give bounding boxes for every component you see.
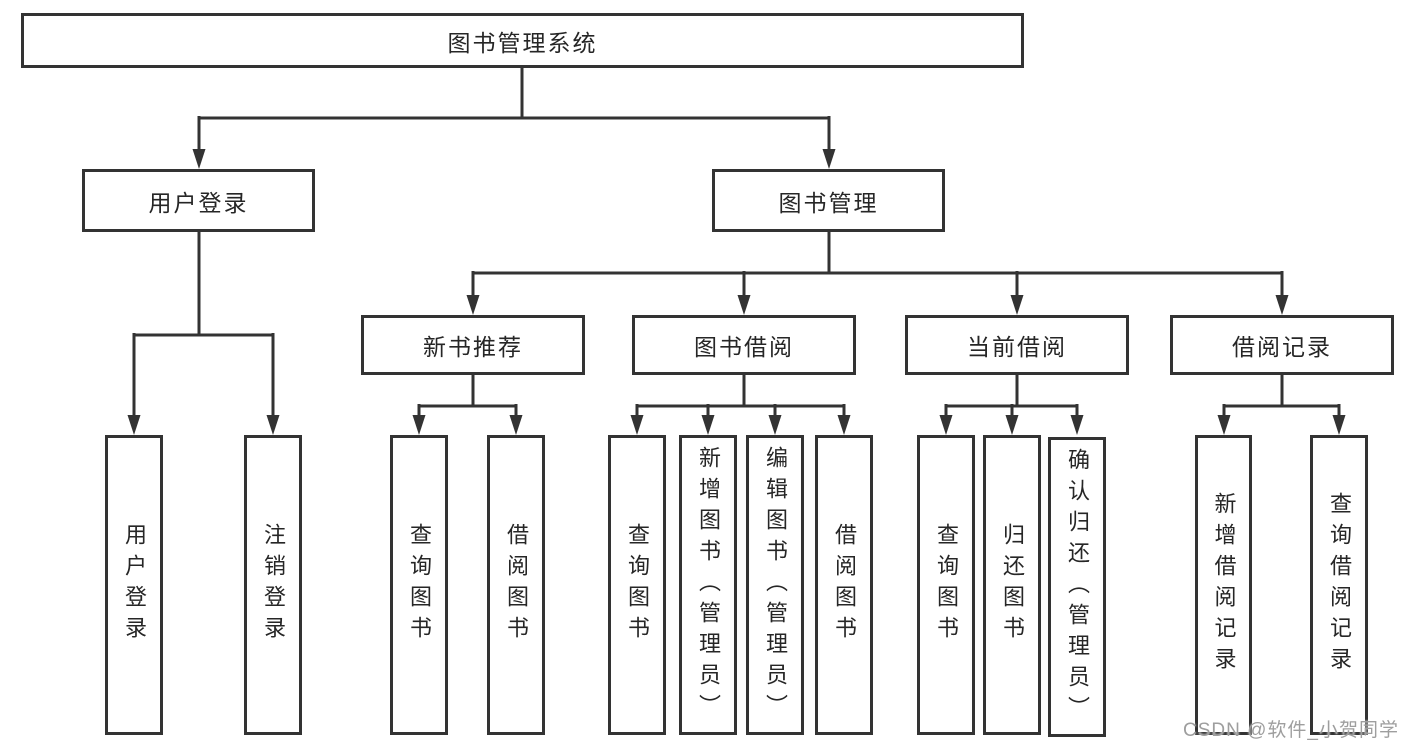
leaf-borrow-book-2: 借阅图书 — [815, 435, 873, 735]
leaf-borrow-book-1: 借阅图书 — [487, 435, 545, 735]
leaf-user-login: 用户登录 — [105, 435, 163, 735]
connector-borrow-record — [1217, 373, 1346, 435]
leaf-query-borrow-record: 查询借阅记录 — [1310, 435, 1368, 735]
node-current-borrow: 当前借阅 — [905, 315, 1129, 375]
leaf-query-book-2: 查询图书 — [608, 435, 666, 735]
node-root-system: 图书管理系统 — [21, 13, 1024, 68]
node-new-book-recommend: 新书推荐 — [361, 315, 585, 375]
leaf-add-borrow-record: 新增借阅记录 — [1195, 435, 1252, 735]
node-book-management: 图书管理 — [712, 169, 945, 232]
leaf-logout: 注销登录 — [244, 435, 302, 735]
leaf-edit-book-admin: 编辑图书（管理员） — [746, 435, 804, 735]
leaf-confirm-return-admin: 确认归还（管理员） — [1048, 437, 1106, 737]
node-book-borrow: 图书借阅 — [632, 315, 856, 375]
connector-book-management — [466, 230, 1289, 315]
connector-current-borrow — [939, 373, 1084, 435]
connector-user-login — [127, 230, 280, 435]
leaf-add-book-admin: 新增图书（管理员） — [679, 435, 737, 735]
leaf-query-book-3: 查询图书 — [917, 435, 975, 735]
connector-book-borrow — [630, 373, 851, 435]
watermark: CSDN @软件_小贺同学 — [1183, 720, 1399, 741]
connector-new-book — [412, 373, 523, 435]
node-borrow-record: 借阅记录 — [1170, 315, 1394, 375]
connector-root — [192, 66, 836, 169]
leaf-query-book-1: 查询图书 — [390, 435, 448, 735]
node-user-login: 用户登录 — [82, 169, 315, 232]
leaf-return-book: 归还图书 — [983, 435, 1041, 735]
